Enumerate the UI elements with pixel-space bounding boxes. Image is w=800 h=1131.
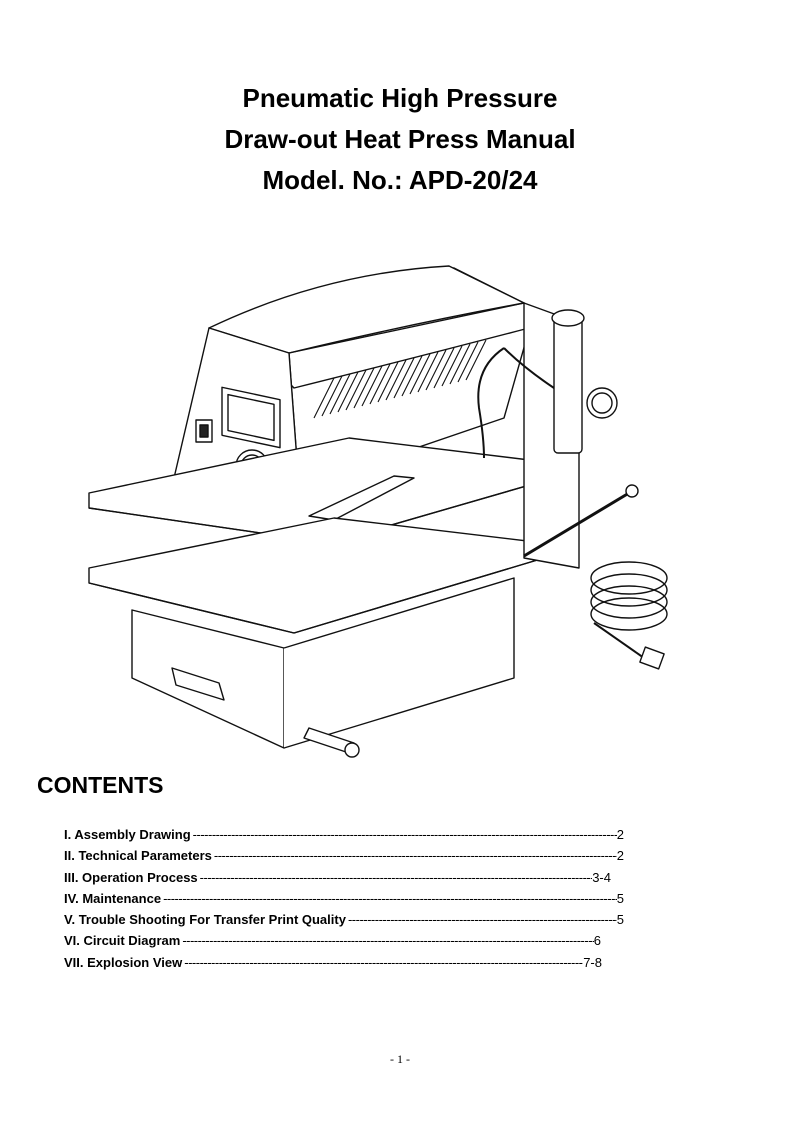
toc-leader [212, 848, 617, 863]
toc-item-page: 6 [593, 933, 601, 949]
toc-item-page: 3-4 [592, 869, 611, 885]
air-hose [477, 347, 505, 459]
toc-item-technical-parameters: II. Technical Parameters 2 [64, 848, 624, 869]
table-of-contents: I. Assembly Drawing 2 II. Technical Para… [64, 827, 624, 976]
toc-item-explosion-view: VII. Explosion View 7-8 [64, 955, 602, 976]
title-line-2: Draw-out Heat Press Manual [224, 124, 576, 154]
toc-item-page: 2 [616, 848, 624, 864]
toc-item-label: V. Trouble Shooting For Transfer Print Q… [64, 912, 346, 928]
toc-item-operation-process: III. Operation Process 3-4 [64, 870, 611, 891]
toc-item-trouble-shooting: V. Trouble Shooting For Transfer Print Q… [64, 912, 624, 933]
drawer-handle [171, 667, 225, 701]
contents-heading: CONTENTS [37, 772, 164, 798]
page-number: - 1 - [390, 1052, 410, 1066]
toc-item-label: III. Operation Process [64, 869, 198, 885]
toc-leader [161, 891, 617, 906]
toc-item-page: 7-8 [583, 954, 602, 970]
toc-item-label: II. Technical Parameters [64, 848, 212, 864]
power-plug [639, 646, 665, 670]
toc-item-label: VI. Circuit Diagram [64, 933, 181, 949]
toc-leader [198, 870, 593, 885]
document-title: Pneumatic High Pressure Draw-out Heat Pr… [0, 78, 800, 201]
title-line-1: Pneumatic High Pressure [242, 83, 558, 113]
toc-leader [182, 955, 583, 970]
heat-press-illustration [88, 265, 668, 758]
title-line-3: Model. No.: APD-20/24 [262, 165, 538, 195]
toc-item-label: I. Assembly Drawing [64, 827, 191, 842]
toc-item-page: 5 [616, 890, 624, 906]
inlet-pipe [523, 491, 630, 558]
toc-item-page: 2 [616, 827, 624, 842]
toc-item-label: IV. Maintenance [64, 890, 162, 906]
toc-item-maintenance: IV. Maintenance 5 [64, 891, 624, 912]
toc-item-assembly-drawing: I. Assembly Drawing 2 [64, 827, 624, 848]
lcd-display [227, 393, 275, 442]
toc-leader [191, 827, 617, 842]
toc-leader [180, 933, 593, 948]
air-regulator [553, 312, 583, 454]
toc-item-page: 5 [616, 912, 624, 928]
toc-leader [346, 912, 617, 927]
toc-item-label: VII. Explosion View [64, 954, 183, 970]
coiled-cable [590, 561, 668, 631]
vent-slots [313, 339, 487, 419]
toc-item-circuit-diagram: VI. Circuit Diagram 6 [64, 933, 601, 954]
power-plug-cable [593, 622, 645, 659]
